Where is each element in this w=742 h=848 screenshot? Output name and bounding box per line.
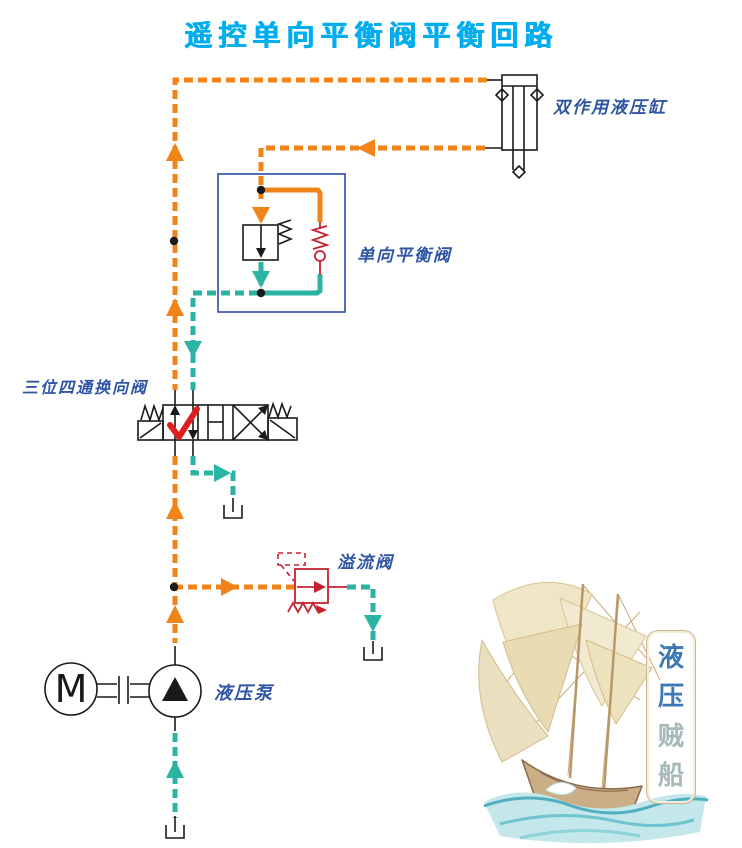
label-directional-valve: 三位四通换向阀	[22, 378, 149, 397]
junction-dot	[169, 236, 179, 246]
flow-arrow-up	[166, 605, 184, 623]
return-lines	[166, 262, 382, 818]
flow-arrow-up	[166, 760, 184, 778]
pump-symbol	[148, 646, 202, 731]
check-valve-symbol	[310, 222, 330, 275]
spring-symbol	[287, 601, 319, 614]
motor-letter: M	[55, 667, 88, 711]
spring-symbol	[276, 219, 294, 245]
spring-symbol	[140, 403, 164, 423]
flow-arrow-down	[252, 207, 270, 224]
balance-valve-frame	[217, 173, 346, 313]
flow-arrow-right	[214, 464, 231, 482]
solenoid-box	[137, 420, 164, 441]
watermark-char: 压	[657, 682, 684, 713]
directional-valve-symbol	[137, 390, 298, 456]
flow-arrow-up	[166, 143, 184, 161]
pressure-lines	[166, 77, 487, 643]
tank-symbol-drain	[223, 498, 243, 519]
tank-symbol-relief	[363, 641, 383, 661]
pump-triangle	[162, 677, 188, 701]
cylinder-symbol	[485, 74, 545, 180]
watermark-char: 船	[657, 761, 684, 792]
watermark-banner: 液 压 贼 船	[646, 630, 696, 804]
tank-symbol-suction	[165, 816, 185, 839]
flow-arrow-down	[364, 615, 382, 632]
flow-arrow-right	[221, 578, 238, 596]
junction-dot	[256, 185, 266, 195]
ship-illustration	[478, 581, 709, 844]
label-balance-valve: 单向平衡阀	[357, 246, 452, 266]
rod-end-diamond	[511, 164, 527, 180]
flow-arrow-down	[252, 271, 270, 288]
spring-symbol	[268, 401, 292, 420]
flow-arrow-up	[166, 501, 184, 519]
label-relief-valve: 溢流阀	[337, 553, 394, 573]
label-pump: 液压泵	[214, 683, 274, 704]
junction-dots	[169, 185, 266, 592]
junction-dot	[256, 288, 266, 298]
pilot-box	[277, 552, 306, 566]
port-diamond	[529, 87, 545, 103]
watermark-char: 液	[657, 642, 684, 673]
solenoid-box	[267, 417, 298, 441]
coupling-shaft	[97, 676, 150, 704]
active-position-check	[167, 406, 200, 440]
watermark-char: 贼	[657, 721, 684, 752]
label-cylinder: 双作用液压缸	[553, 98, 667, 118]
flow-arrow-up	[166, 298, 184, 316]
flow-arrow-down	[184, 341, 202, 358]
relief-valve-symbol	[277, 552, 347, 614]
junction-dot	[169, 582, 179, 592]
motor-symbol: M	[44, 662, 98, 716]
port-diamond	[494, 87, 510, 103]
diagram-title: 遥控单向平衡阀平衡回路	[183, 19, 558, 52]
balance-valve-group	[217, 173, 346, 313]
relief-valve-body	[294, 568, 329, 604]
flow-arrow-left	[357, 139, 375, 157]
